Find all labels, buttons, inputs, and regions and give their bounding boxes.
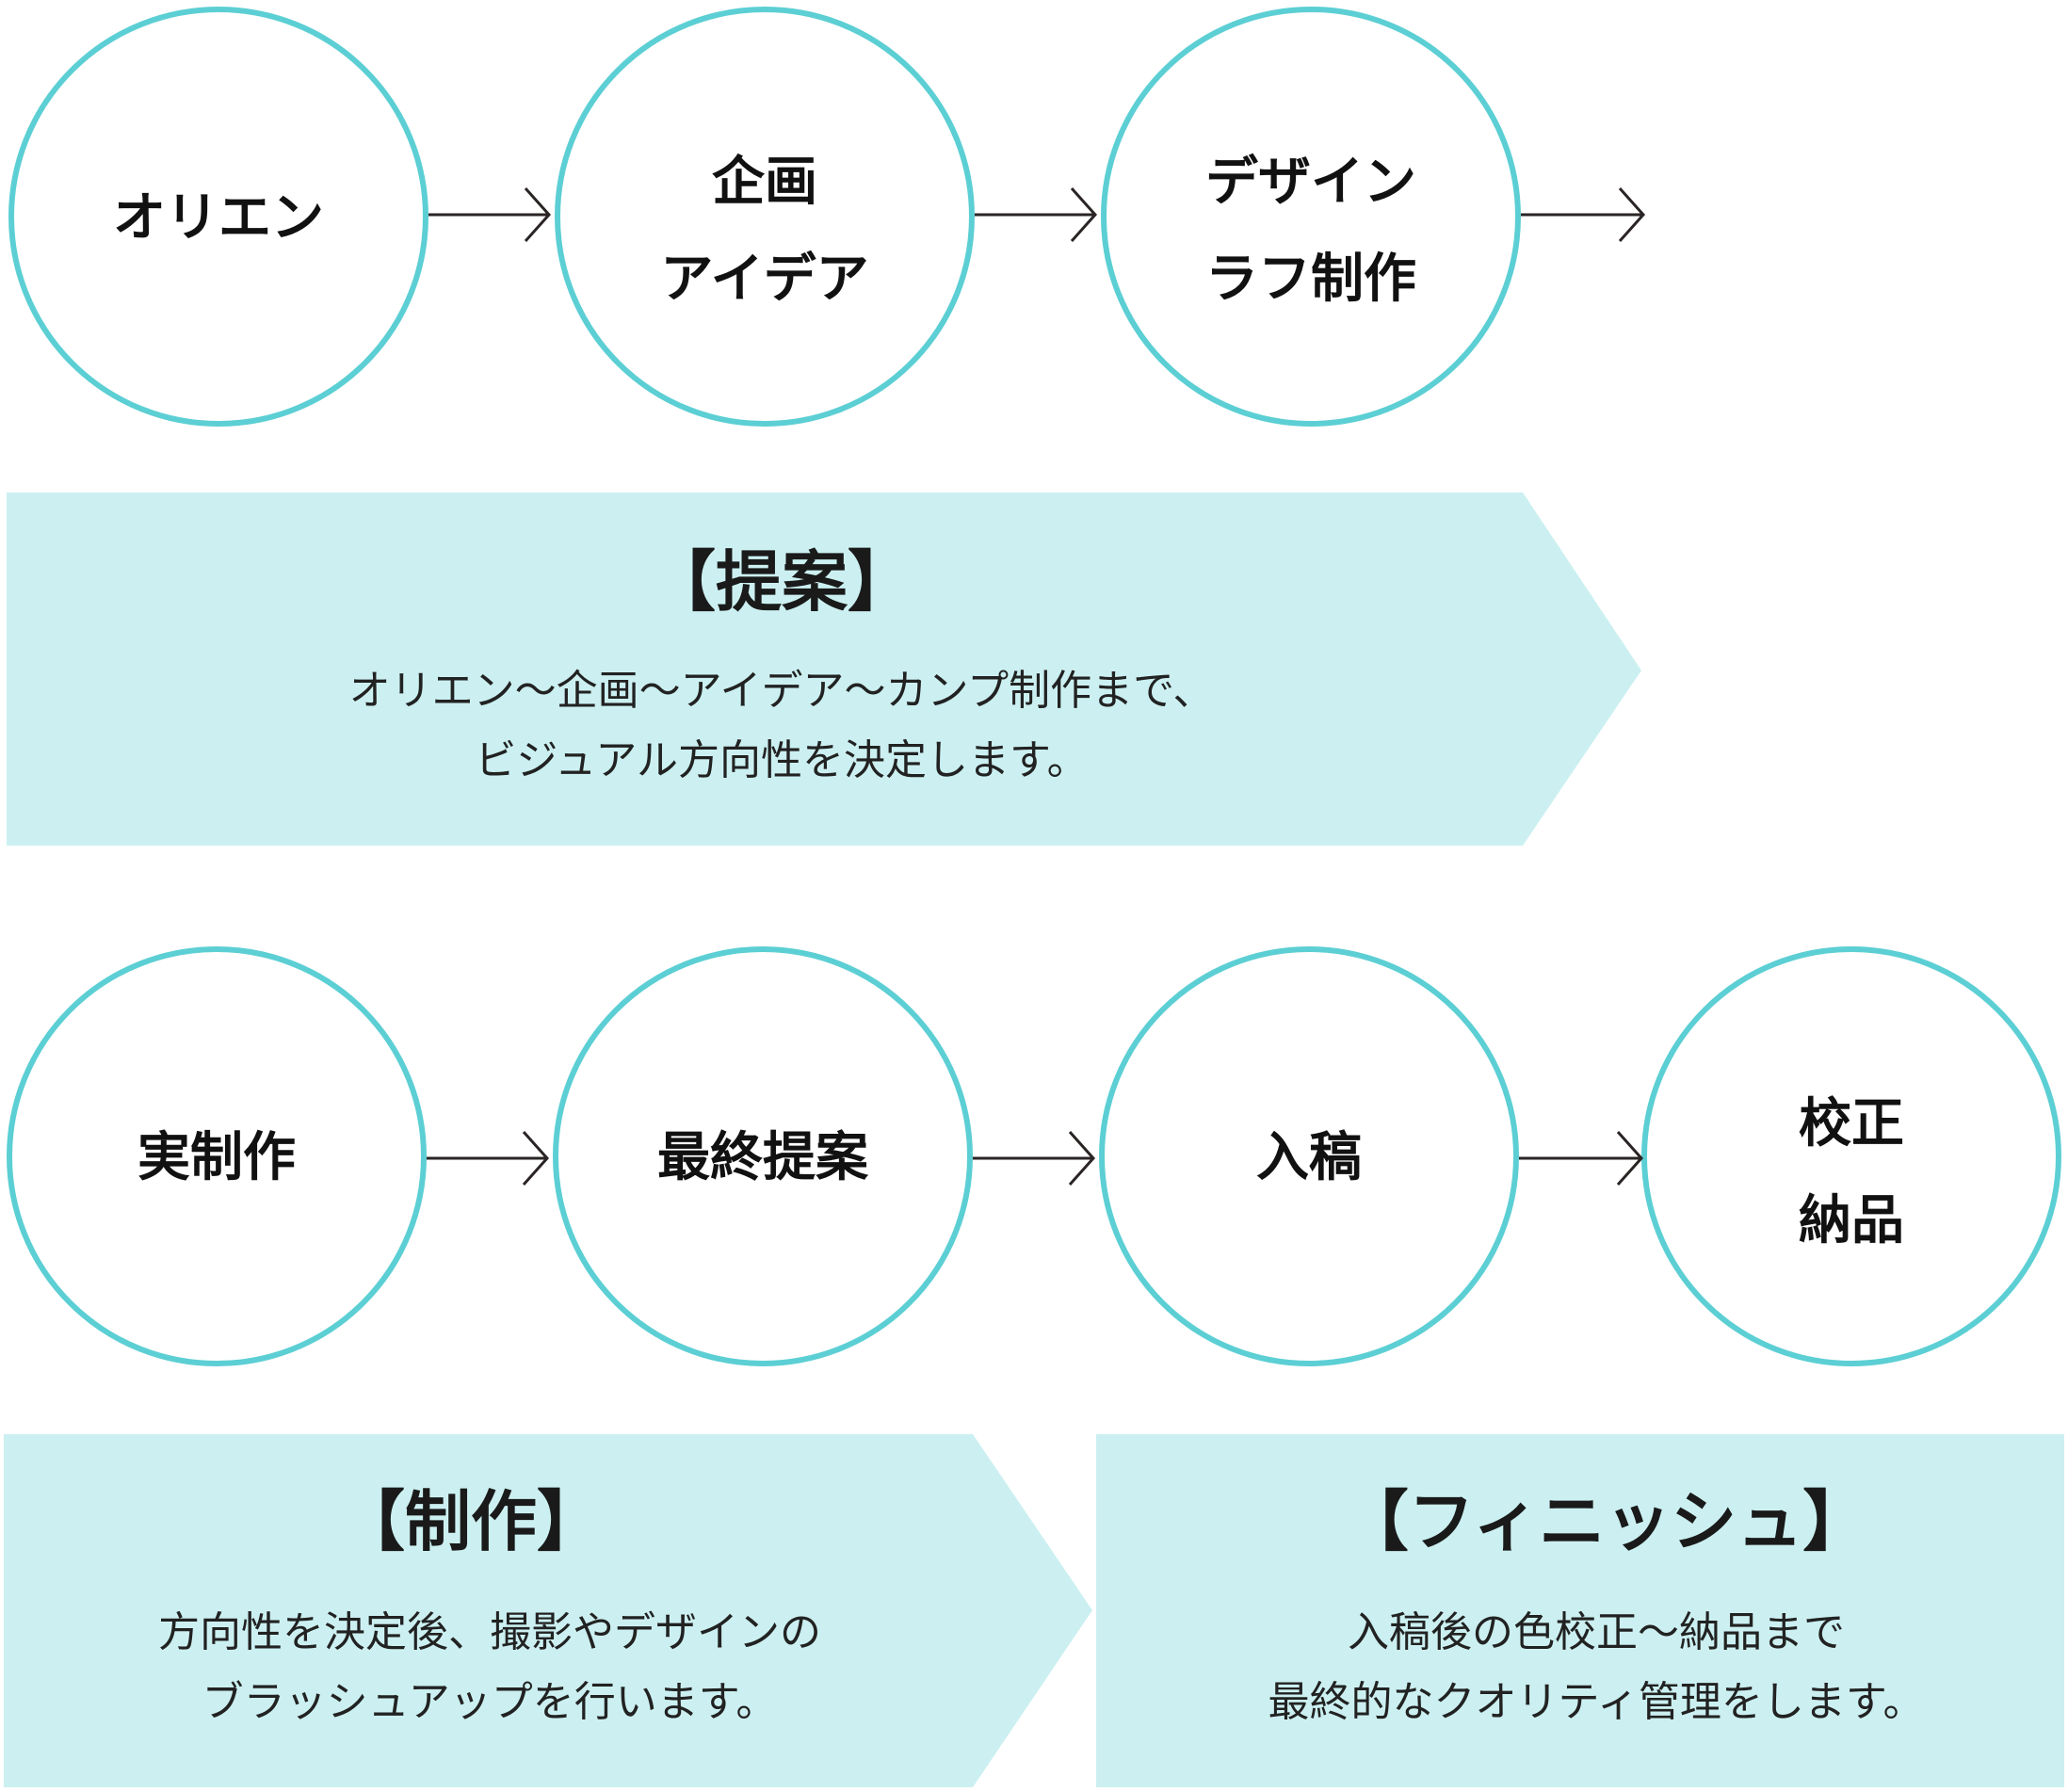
banner-proposal: 【提案】 オリエン〜企画〜アイデア〜カンプ制作まで、 ビジュアル方向性を決定しま… bbox=[7, 492, 1641, 846]
row2-node-submission: 入稿 bbox=[1099, 946, 1519, 1366]
banner-desc-line1: 入稿後の色校正〜納品まで bbox=[1348, 1608, 1845, 1656]
row1-node-design-rough: デザイン ラフ制作 bbox=[1101, 7, 1521, 427]
row2-node-final-proposal: 最終提案 bbox=[553, 946, 973, 1366]
node-label-line2: アイデア bbox=[660, 249, 868, 310]
banner-desc-line2: 最終的なクオリティ管理をします。 bbox=[1268, 1678, 1925, 1726]
row1-node-orient: オリエン bbox=[8, 7, 428, 427]
arrow-icon bbox=[975, 187, 1098, 242]
row2-node-production: 実制作 bbox=[7, 946, 427, 1366]
node-label-line2: ラフ制作 bbox=[1205, 249, 1416, 310]
banner-desc-line1: 方向性を決定後、撮影やデザインの bbox=[158, 1608, 821, 1656]
node-label-line1: 企画 bbox=[712, 152, 817, 213]
node-label: 実制作 bbox=[137, 1127, 296, 1188]
arrow-icon bbox=[973, 1131, 1096, 1186]
banner-finish: 【フィニッシュ】 入稿後の色校正〜納品まで 最終的なクオリティ管理をします。 bbox=[1096, 1434, 2064, 1787]
banner-title: 【フィニッシュ】 bbox=[1343, 1483, 1869, 1560]
node-label-line1: 校正 bbox=[1799, 1093, 1904, 1154]
row1-node-planning: 企画 アイデア bbox=[555, 7, 975, 427]
banner-production: 【制作】 方向性を決定後、撮影やデザインの ブラッシュアップを行います。 bbox=[4, 1434, 1092, 1787]
banner-desc-line2: ブラッシュアップを行います。 bbox=[202, 1678, 778, 1726]
arrow-icon bbox=[1519, 1131, 1644, 1186]
banner-title: 【制作】 bbox=[339, 1483, 603, 1560]
node-label-line1: デザイン bbox=[1205, 152, 1416, 213]
arrow-icon bbox=[427, 1131, 550, 1186]
arrow-icon bbox=[1521, 187, 1646, 242]
banner-title: 【提案】 bbox=[650, 543, 913, 621]
node-label: 最終提案 bbox=[657, 1127, 869, 1188]
node-label-line2: 納品 bbox=[1799, 1190, 1904, 1251]
banner-desc-line2: ビジュアル方向性を決定します。 bbox=[475, 736, 1088, 784]
node-label: 入稿 bbox=[1256, 1127, 1362, 1188]
banner-desc-line1: オリエン〜企画〜アイデア〜カンプ制作まで、 bbox=[349, 667, 1215, 715]
row2-node-proof-delivery: 校正 納品 bbox=[1641, 946, 2061, 1366]
arrow-icon bbox=[428, 187, 552, 242]
node-label: オリエン bbox=[113, 187, 324, 249]
